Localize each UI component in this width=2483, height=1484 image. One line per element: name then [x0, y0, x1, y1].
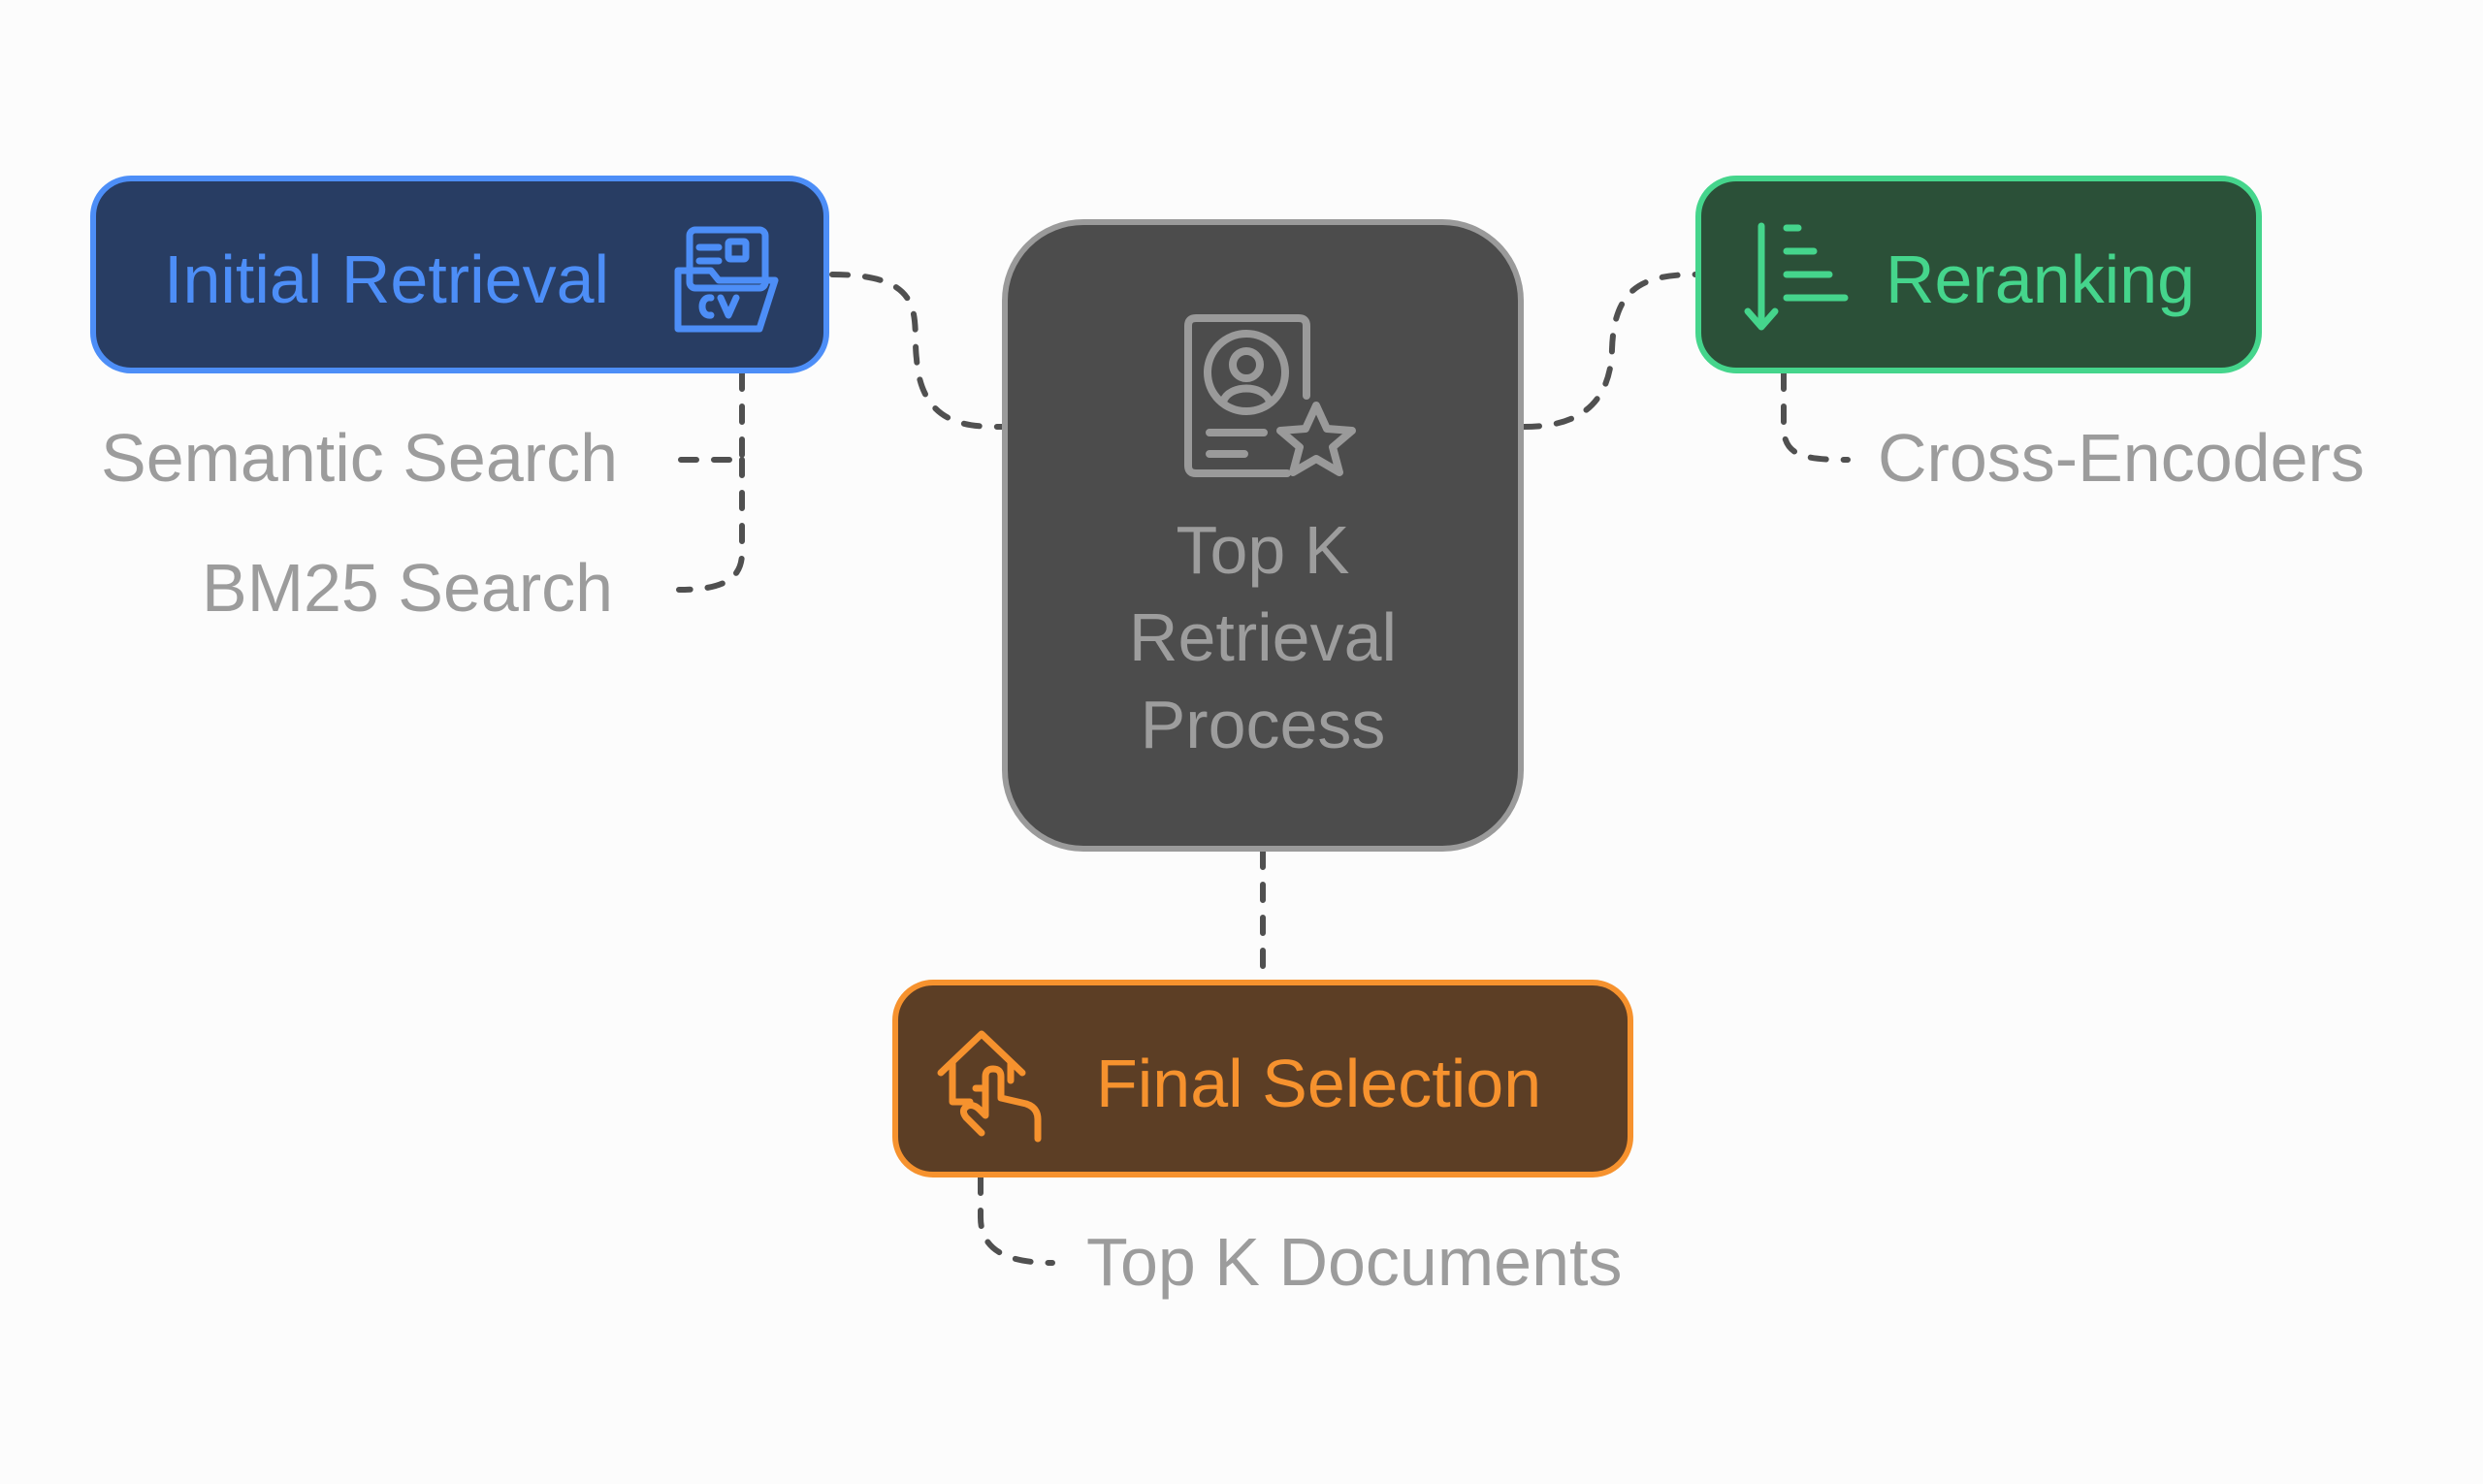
center-node[interactable]: Top K Retrieval Process	[1002, 219, 1524, 852]
center-title-line-3: Process	[1140, 687, 1386, 762]
connector-final-to-topk	[978, 1175, 1055, 1266]
bm25-search-label: BM25 Search	[202, 550, 614, 626]
connector-center-to-rerank	[1521, 272, 1698, 430]
final-selection-box[interactable]: Final Selection	[892, 980, 1633, 1178]
connector-rerank-to-cross	[1781, 371, 1851, 463]
connector-initial-to-bm25	[676, 457, 745, 593]
connector-initial-to-center	[829, 272, 1005, 430]
center-title-line-1: Top K	[1176, 512, 1350, 588]
connector-initial-to-semantic	[678, 371, 745, 463]
sort-descending-icon	[1742, 218, 1858, 339]
reranking-label: Reranking	[1886, 242, 2196, 317]
house-hand-icon	[937, 1024, 1057, 1149]
cv-folder-icon	[670, 220, 787, 341]
center-title: Top K Retrieval Process	[1008, 506, 1518, 768]
center-title-line-2: Retrieval	[1128, 599, 1398, 675]
profile-star-icon	[1171, 308, 1365, 507]
final-selection-label: Final Selection	[1096, 1046, 1542, 1121]
top-k-documents-label: Top K Documents	[1086, 1224, 1623, 1300]
initial-retrieval-label: Initial Retrieval	[164, 242, 610, 317]
cross-encoders-label: Cross-Encoders	[1878, 420, 2365, 496]
semantic-search-label: Semantic Search	[101, 420, 619, 496]
initial-retrieval-box[interactable]: Initial Retrieval	[90, 176, 829, 373]
reranking-box[interactable]: Reranking	[1695, 176, 2262, 373]
